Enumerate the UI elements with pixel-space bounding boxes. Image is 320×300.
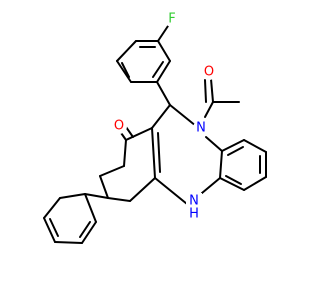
ketone-oxygen-label: O bbox=[114, 119, 124, 134]
bond bbox=[81, 221, 97, 244]
ketone-oxygen-atom: O bbox=[111, 118, 127, 134]
bond bbox=[123, 139, 127, 167]
bond bbox=[84, 193, 97, 223]
ring-nitrogen-label: N bbox=[196, 121, 206, 136]
bond bbox=[243, 139, 267, 153]
bond bbox=[43, 197, 61, 219]
bond bbox=[210, 78, 214, 103]
fluorine-atom: F bbox=[164, 11, 180, 27]
acetyl-oxygen-atom: O bbox=[201, 64, 217, 80]
bond bbox=[157, 132, 161, 173]
bond bbox=[151, 127, 156, 179]
bond bbox=[227, 146, 244, 156]
bond bbox=[201, 177, 221, 194]
bond bbox=[99, 165, 125, 177]
bond bbox=[156, 60, 171, 83]
ring-nitrogen-atom: N bbox=[193, 120, 209, 136]
bond bbox=[154, 177, 188, 205]
bond bbox=[204, 101, 214, 118]
bond bbox=[107, 197, 131, 202]
bond bbox=[204, 79, 207, 103]
bond bbox=[219, 177, 245, 191]
bond bbox=[205, 136, 223, 152]
bond bbox=[152, 61, 164, 78]
bonds bbox=[43, 25, 267, 244]
bond bbox=[54, 241, 83, 244]
bond bbox=[116, 40, 137, 62]
fluorine-label: F bbox=[168, 12, 175, 27]
bond bbox=[116, 60, 132, 83]
bond bbox=[157, 40, 171, 62]
bond bbox=[129, 177, 156, 202]
atom-labels: F O N O N H bbox=[111, 11, 217, 222]
bond bbox=[219, 150, 223, 179]
acetyl-oxygen-label: O bbox=[204, 65, 214, 80]
bond bbox=[243, 176, 267, 191]
bond bbox=[157, 25, 169, 42]
amine-nitrogen-label: N bbox=[189, 194, 199, 209]
bond bbox=[43, 217, 56, 243]
bond bbox=[59, 193, 86, 199]
molecule-structure: F O N O N H bbox=[43, 11, 267, 244]
bond bbox=[225, 175, 242, 185]
bond bbox=[125, 127, 153, 141]
bond bbox=[221, 139, 245, 152]
bond bbox=[151, 104, 171, 129]
amine-hydrogen-label: H bbox=[189, 207, 199, 222]
bond bbox=[121, 62, 130, 78]
bond bbox=[79, 221, 91, 238]
bond bbox=[84, 193, 109, 199]
bond bbox=[125, 126, 134, 138]
bond bbox=[156, 81, 171, 106]
amine-nitrogen-atom: N H bbox=[186, 193, 202, 222]
bond bbox=[169, 104, 197, 127]
bond bbox=[99, 175, 109, 199]
bond bbox=[49, 218, 59, 237]
